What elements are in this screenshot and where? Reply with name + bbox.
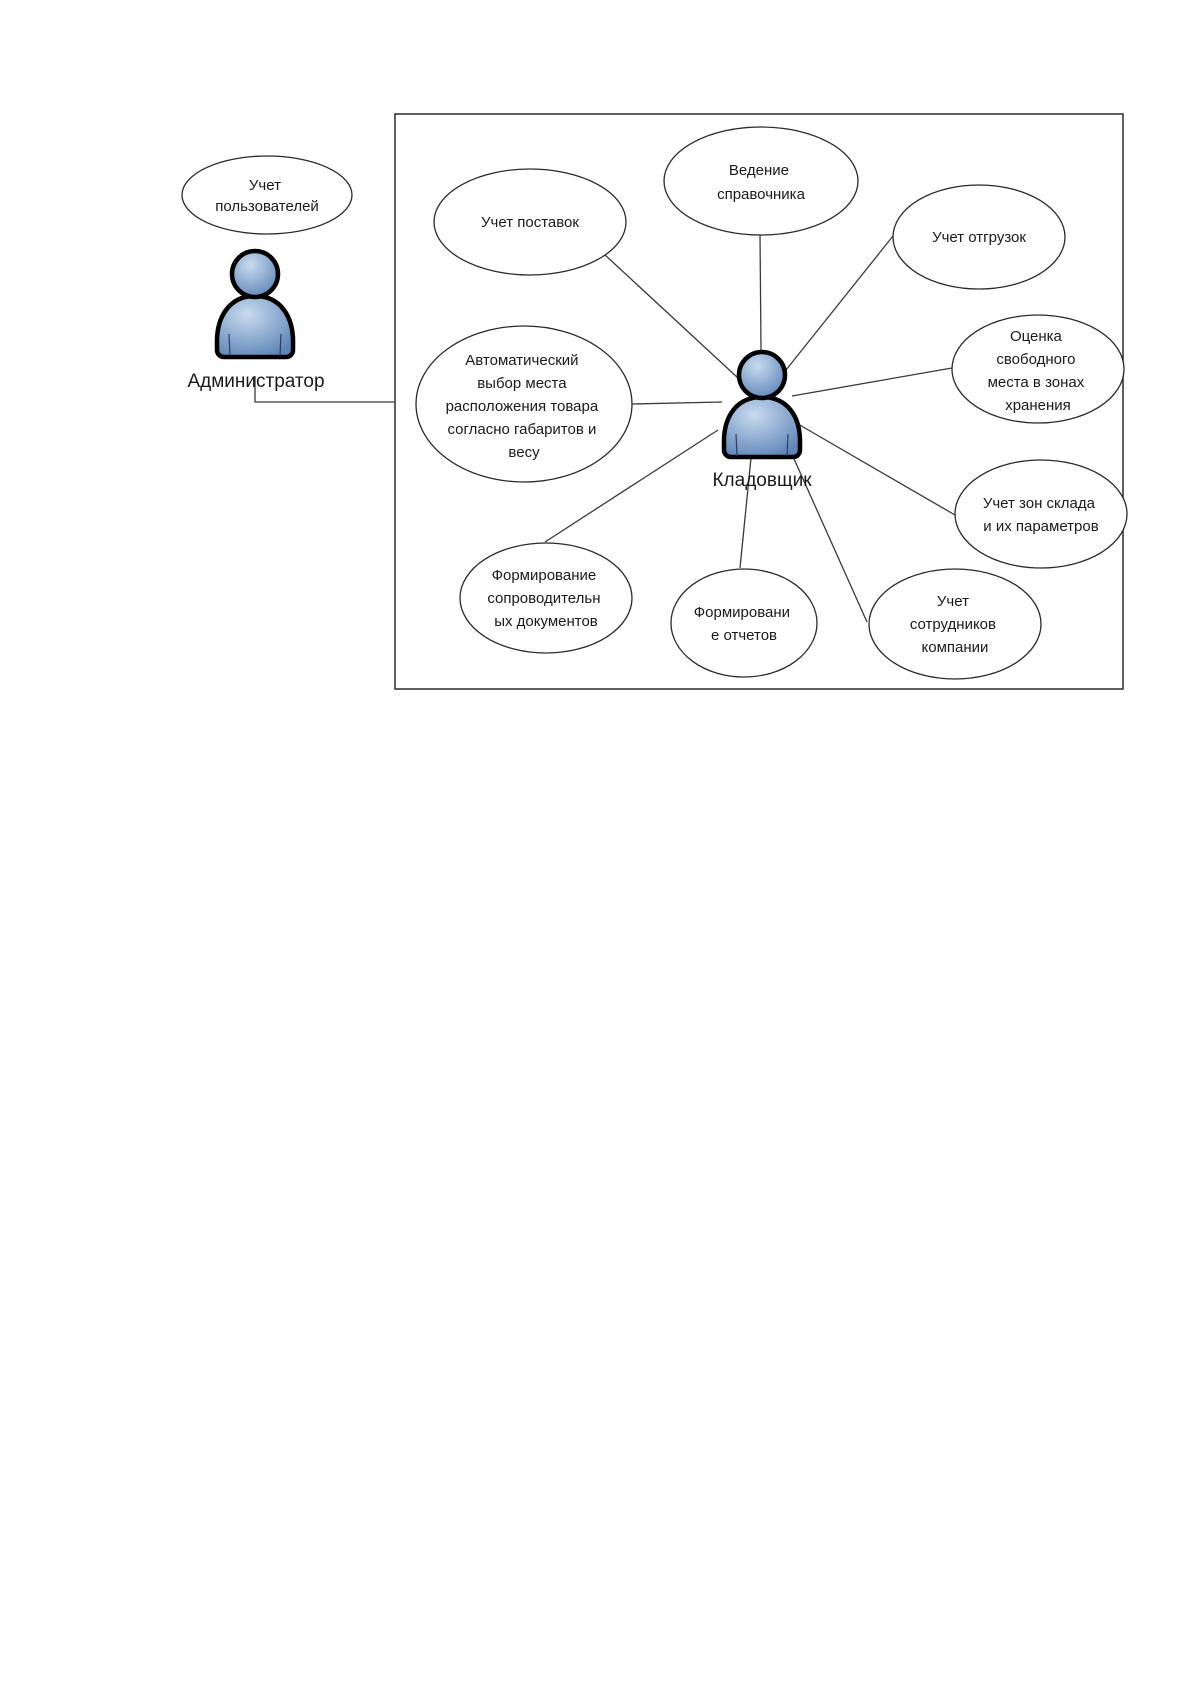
assoc-free-space (791, 367, 953, 397)
svg-text:Формировани е отчетов: Формировани е отчетов (694, 604, 794, 644)
uc-directory-line-1: Ведение (729, 162, 789, 179)
uc-staff-line-2: сотрудников (910, 616, 996, 633)
uc-staff-line-3: компании (922, 639, 989, 656)
assoc-reports (739, 457, 752, 569)
use-case-users: Учет пользователей (181, 155, 353, 235)
uc-auto-place-line-4: согласно габаритов и (447, 421, 596, 438)
admin-association-line (254, 376, 395, 403)
uc-shipments-line-1: Учет отгрузок (932, 229, 1026, 246)
uc-staff-line-1: Учет (937, 593, 969, 610)
svg-text:Учет отгрузок: Учет отгрузок (932, 229, 1026, 246)
use-case-directory: Ведение справочника (663, 126, 859, 236)
uc-auto-place-line-3: расположения товара (446, 398, 599, 415)
assoc-shipments (785, 235, 894, 371)
uc-reports-line-2: е отчетов (711, 627, 777, 644)
use-case-staff: Учет сотрудников компании (868, 568, 1042, 680)
uc-auto-place-line-2: выбор места (477, 375, 567, 392)
uc-free-space-line-4: хранения (1005, 397, 1071, 414)
uc-free-space-line-2: свободного (996, 351, 1075, 368)
uc-free-space-line-3: места в зонах (988, 374, 1085, 391)
actor-admin: Администратор (187, 248, 325, 392)
assoc-docs (544, 429, 719, 543)
uc-auto-place-line-5: весу (508, 444, 540, 461)
uc-directory-line-2: справочника (717, 186, 805, 203)
uc-users-line-2: пользователей (215, 198, 319, 215)
svg-text:Формирование сопроводите: Формирование сопроводительн ых документо… (487, 567, 604, 630)
uc-users-line-1: Учет (249, 177, 281, 194)
svg-text:Ведение справочника: Ведение справочника (717, 162, 805, 203)
use-case-docs: Формирование сопроводительн ых документо… (459, 542, 633, 654)
use-case-zones: Учет зон склада и их параметров (954, 459, 1128, 569)
person-icon (721, 349, 803, 460)
use-case-auto-place: Автоматический выбор места расположения … (415, 325, 633, 483)
use-case-reports: Формировани е отчетов (670, 568, 818, 678)
assoc-staff (781, 431, 868, 623)
person-icon (214, 248, 296, 360)
uc-free-space-line-1: Оценка (1010, 328, 1063, 345)
uc-docs-line-1: Формирование (492, 567, 597, 584)
uc-auto-place-line-1: Автоматический (465, 352, 578, 369)
svg-text:Автоматический выбор мес: Автоматический выбор места расположения … (446, 352, 603, 461)
svg-text:Учет зон склада и их пар: Учет зон склада и их параметров (983, 495, 1099, 535)
actor-storekeeper: Кладовщик (712, 349, 812, 491)
uc-zones-line-1: Учет зон склада (983, 495, 1096, 512)
assoc-auto-place (631, 401, 723, 405)
uc-docs-line-3: ых документов (494, 613, 598, 630)
assoc-directory (759, 233, 762, 351)
actor-admin-label: Администратор (187, 371, 324, 392)
svg-text:Оценка свободного: Оценка свободного места в зонах хранения (988, 328, 1089, 414)
association-lines (254, 233, 956, 623)
use-case-free-space: Оценка свободного места в зонах хранения (951, 314, 1125, 424)
svg-text:Учет сотрудников к: Учет сотрудников компании (910, 593, 1000, 656)
uc-zones-line-2: и их параметров (983, 518, 1098, 535)
actor-storekeeper-label: Кладовщик (712, 470, 812, 491)
svg-text:Учет пользователей: Учет пользователей (215, 177, 319, 215)
use-case-shipments: Учет отгрузок (892, 184, 1066, 290)
assoc-supplies (603, 253, 739, 379)
uc-docs-line-2: сопроводительн (487, 590, 600, 607)
use-case-supplies: Учет поставок (433, 168, 627, 276)
svg-text:Учет поставок: Учет поставок (481, 214, 579, 231)
uc-reports-line-1: Формировани (694, 604, 790, 621)
assoc-zones (797, 423, 956, 516)
uc-supplies-line-1: Учет поставок (481, 214, 579, 231)
